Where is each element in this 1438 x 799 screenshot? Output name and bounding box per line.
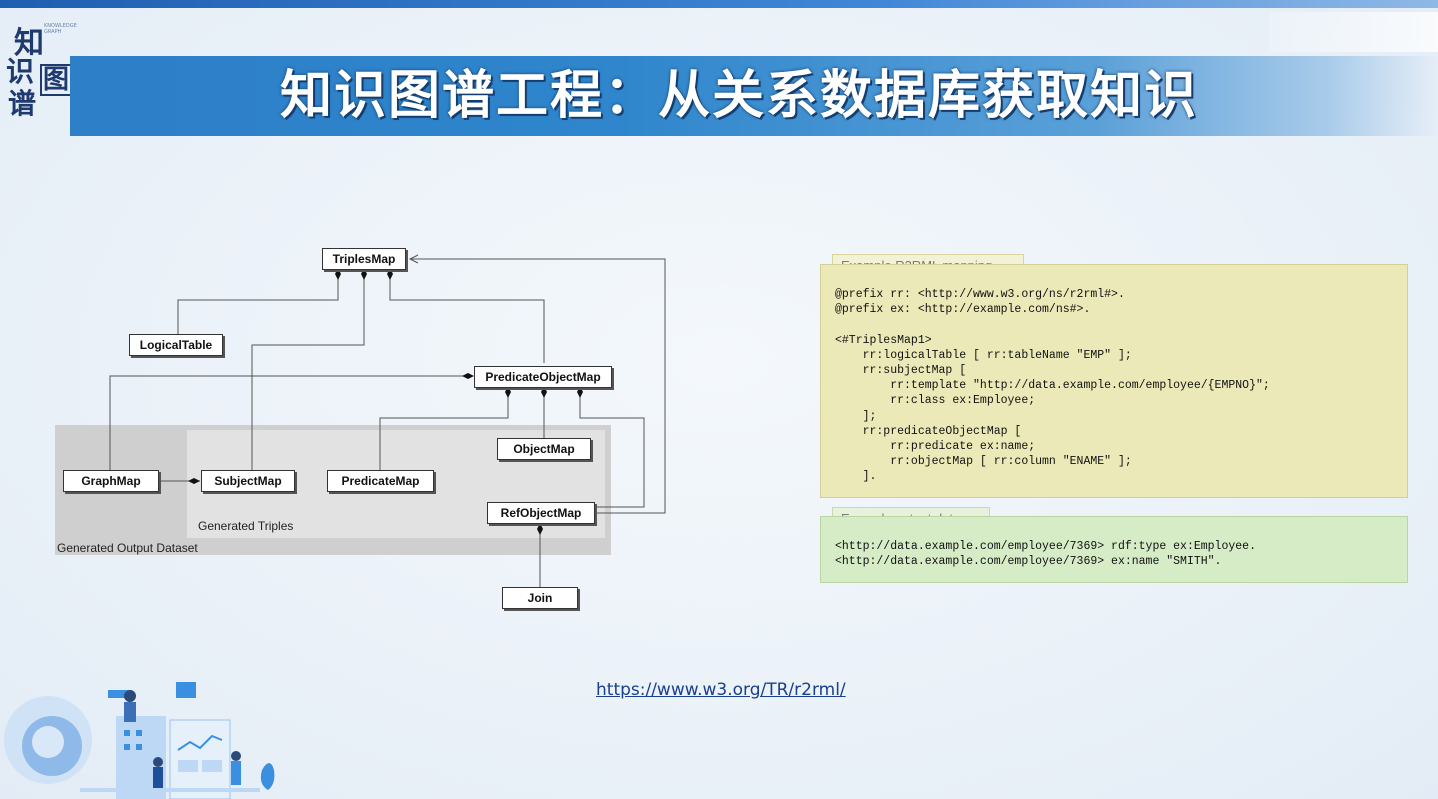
knowledge-graph-logo: 知 KNOWLEDGE GRAPH 识 图 谱	[4, 18, 80, 120]
logo-char-4: 谱	[8, 87, 37, 120]
connector-graphmap-pom	[109, 375, 470, 470]
r2rml-spec-link[interactable]: https://www.w3.org/TR/r2rml/	[596, 680, 846, 700]
generated-triples-label: Generated Triples	[198, 519, 294, 533]
box-join: Join	[502, 587, 578, 609]
connector-predicateobjectmap	[389, 274, 545, 363]
box-refobjectmap: RefObjectMap	[487, 502, 595, 524]
title-banner: 知识图谱工程：从关系数据库获取知识	[70, 12, 1438, 136]
box-objectmap: ObjectMap	[497, 438, 591, 460]
connector-subjectmap	[251, 274, 365, 470]
box-predicatemap: PredicateMap	[327, 470, 434, 492]
box-predicateobjectmap: PredicateObjectMap	[474, 366, 612, 388]
generated-output-dataset-label: Generated Output Dataset	[57, 541, 198, 555]
connector-logicaltable	[177, 274, 339, 334]
box-subjectmap: SubjectMap	[201, 470, 295, 492]
logo-subtitle: KNOWLEDGE GRAPH	[44, 23, 77, 35]
connector-refobjectmap-triplesmap	[410, 258, 666, 514]
decorative-illustration	[4, 682, 275, 799]
connector-refobjectmap-pom	[579, 392, 645, 508]
box-logicaltable: LogicalTable	[129, 334, 223, 356]
box-graphmap: GraphMap	[63, 470, 159, 492]
logo-char-1: 知	[14, 26, 44, 61]
slide-title: 知识图谱工程：从关系数据库获取知识	[280, 66, 1199, 126]
box-triplesmap: TriplesMap	[322, 248, 406, 270]
output-code: <http://data.example.com/employee/7369> …	[835, 540, 1256, 569]
banner-gloss	[1270, 12, 1438, 52]
mapping-code: @prefix rr: <http://www.w3.org/ns/r2rml#…	[835, 288, 1270, 484]
top-accent-band	[0, 0, 1438, 8]
output-example-panel: <http://data.example.com/employee/7369> …	[820, 516, 1408, 583]
mapping-example-panel: @prefix rr: <http://www.w3.org/ns/r2rml#…	[820, 264, 1408, 498]
logo-char-2: 识	[6, 55, 35, 88]
logo-char-3: 图	[40, 64, 73, 96]
connector-predicatemap	[379, 392, 509, 470]
